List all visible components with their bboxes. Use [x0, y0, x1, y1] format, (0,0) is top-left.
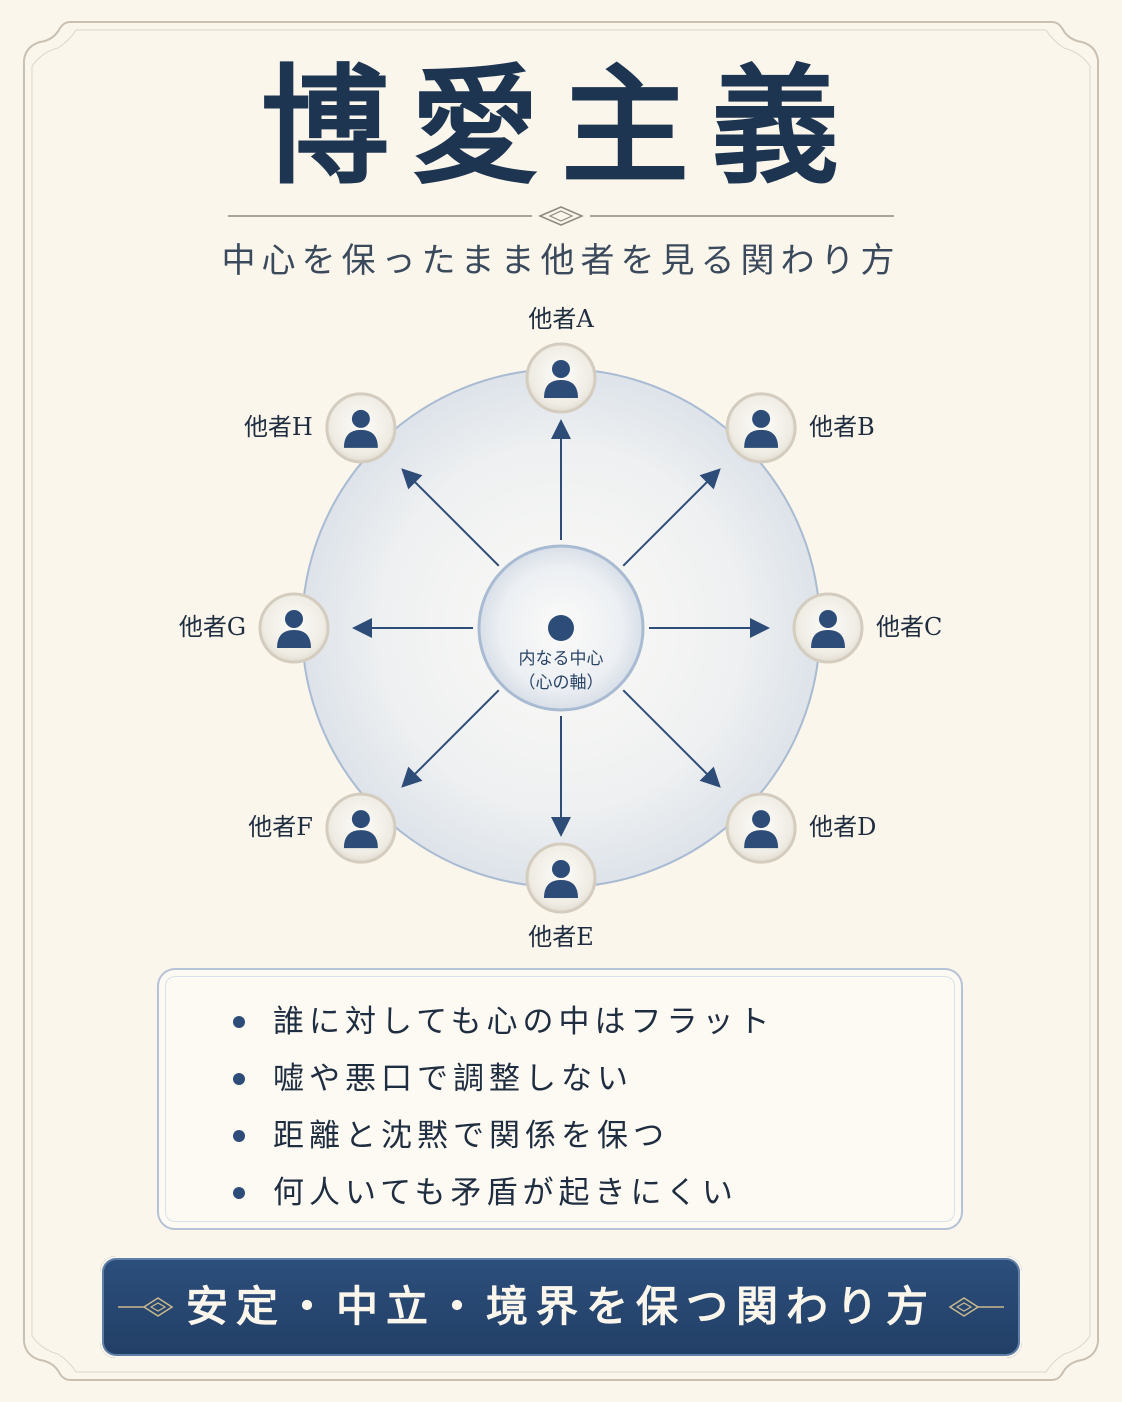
person-icon	[811, 610, 845, 648]
person-icon	[277, 610, 311, 648]
diagram-canvas	[258, 342, 864, 914]
node-1	[525, 342, 597, 414]
arrow-4	[622, 689, 721, 788]
bullet-icon	[233, 1016, 245, 1028]
center-label-line2: （心の軸）	[518, 673, 604, 693]
node-6	[325, 792, 397, 864]
point-text: 何人いても矛盾が起きにくい	[273, 1175, 738, 1211]
key-points-list: 誰に対しても心の中はフラット 嘘や悪口で調整しない 距離と沈黙で関係を保つ 何人…	[231, 994, 775, 1222]
list-item: 何人いても矛盾が起きにくい	[231, 1165, 775, 1222]
relationship-diagram: 内なる中心 （心の軸） 他者A 他者B 他者C 他者D 他者E 他者F 他者G 他者H	[130, 300, 992, 960]
node-label: 他者A	[528, 305, 594, 333]
list-item: 嘘や悪口で調整しない	[231, 1051, 775, 1108]
point-text: 誰に対しても心の中はフラット	[273, 1004, 775, 1040]
person-icon	[343, 409, 378, 448]
node-label: 他者D	[809, 813, 877, 842]
point-text: 嘘や悪口で調整しない	[273, 1061, 633, 1097]
center-label-line1: 内なる中心	[518, 649, 604, 669]
point-text: 距離と沈黙で関係を保つ	[273, 1118, 669, 1154]
key-points-box: 誰に対しても心の中はフラット 嘘や悪口で調整しない 距離と沈黙で関係を保つ 何人…	[157, 968, 963, 1230]
person-icon	[744, 810, 779, 849]
page-subtitle: 中心を保ったまま他者を見る関わり方	[221, 241, 901, 281]
node-label: 他者F	[248, 813, 313, 842]
page-title: 博愛主義	[260, 52, 861, 202]
right-ornament-icon	[948, 1297, 1004, 1317]
left-ornament-icon	[118, 1297, 174, 1317]
node-label: 他者G	[178, 613, 246, 641]
bullet-icon	[233, 1187, 245, 1199]
title-divider	[228, 206, 894, 226]
node-label: 他者B	[809, 412, 875, 441]
node-label: 他者E	[528, 923, 594, 951]
nodes-group	[258, 342, 864, 914]
bullet-icon	[233, 1073, 245, 1085]
arrow-2	[622, 468, 721, 567]
node-3	[792, 592, 864, 664]
node-7	[258, 592, 330, 664]
arrow-8	[401, 468, 500, 567]
person-icon	[343, 810, 378, 849]
person-icon	[744, 409, 779, 448]
node-5	[525, 842, 597, 914]
center-dot-icon	[548, 615, 574, 641]
node-circle	[725, 392, 797, 464]
node-label: 他者C	[876, 613, 943, 641]
person-icon	[544, 860, 578, 898]
person-icon	[544, 360, 578, 398]
banner-text: 安定・中立・境界を保つ関わり方	[185, 1282, 936, 1331]
node-circle	[325, 392, 397, 464]
node-label: 他者H	[243, 412, 313, 441]
center-label: 内なる中心 （心の軸）	[491, 647, 631, 695]
node-4	[725, 792, 797, 864]
arrow-6	[401, 689, 500, 788]
node-2	[725, 392, 797, 464]
arrows-group	[352, 419, 770, 837]
bullet-icon	[233, 1130, 245, 1142]
list-item: 誰に対しても心の中はフラット	[231, 994, 775, 1051]
summary-banner: 安定・中立・境界を保つ関わり方	[100, 1256, 1022, 1358]
list-item: 距離と沈黙で関係を保つ	[231, 1108, 775, 1165]
node-8	[325, 392, 397, 464]
